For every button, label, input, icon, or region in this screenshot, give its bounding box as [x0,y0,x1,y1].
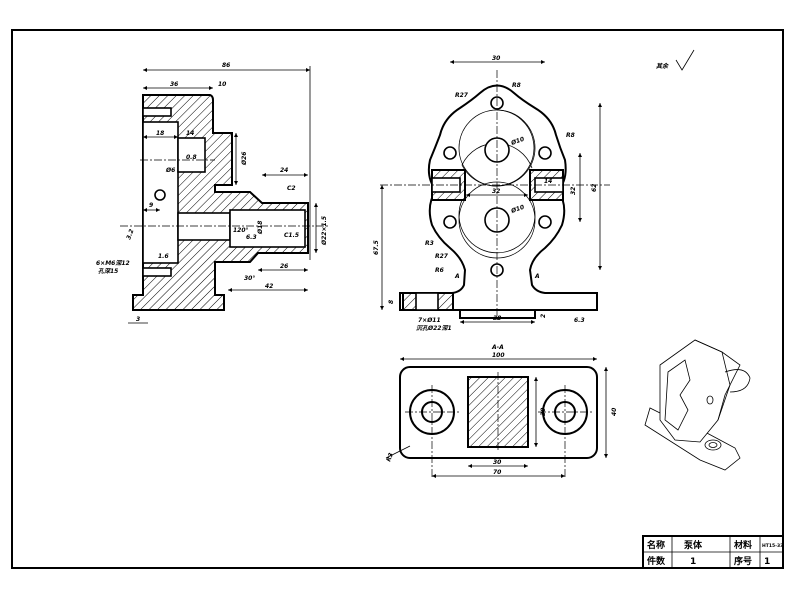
dim-label: Ø22×1.5 [321,216,328,246]
dim-label: Ø18 [257,221,264,235]
quantity-label: 件数 [647,555,666,567]
dim-label: 38 [493,315,501,322]
roughness-symbol-icon [675,49,695,71]
roughness-note-text: 其余 [656,62,669,70]
part-number-label: 序号 [734,555,752,567]
material-label: 材料 [733,539,752,551]
dim-label: 7×Ø11 [418,317,441,324]
dim-label: 32 [492,188,500,195]
material-value: HT15-33 [762,543,783,549]
roughness-label: 6.3 [246,234,257,241]
dim-label: R6 [435,267,444,274]
dim-label: 10 [218,81,226,88]
title-block: 名称 泵体 材料 HT15-33 件数 1 序号 1 [642,535,784,569]
dim-label: 26 [280,263,288,270]
dim-label: C1.5 [284,232,299,239]
dim-label: 沉孔Ø22深1 [416,324,452,332]
section-title: A-A [491,344,504,351]
dim-label: 86 [222,62,230,69]
dim-label: 32 [570,187,577,195]
dim-label: 14 [544,178,552,185]
dim-label: C2 [287,185,296,192]
dim-label: 36 [170,81,178,88]
dim-label: 62 [591,184,598,192]
roughness-label: 0.8 [186,154,197,161]
isometric-view [644,339,751,471]
roughness-label: 1.6 [158,253,169,260]
dim-label: 67.5 [373,240,380,255]
dim-label: 42 [265,283,273,290]
dim-label: R3 [425,240,434,247]
quantity-value: 1 [690,557,696,567]
dim-label: 30 [493,459,501,466]
dim-label: 30° [244,275,255,282]
part-number-value: 1 [764,557,770,567]
drawing-frame [11,29,784,569]
section-mark: A [534,273,540,280]
dim-label: 18 [156,130,164,137]
dim-label: 30 [540,408,547,416]
dim-label: 24 [280,167,288,174]
dim-label: 14 [186,130,194,137]
dim-label: 100 [492,352,505,359]
dim-label: 120° [233,227,249,234]
dim-label: 30 [492,55,500,62]
dim-label: Ø26 [241,152,248,166]
dim-label: 6×M6深12 [96,259,130,267]
section-a-a-view: A-A 100 30 40 30 70 R3 [385,344,618,478]
dim-label: 孔深15 [98,267,118,275]
dim-label: R3 [385,452,395,463]
dim-label: 70 [493,469,501,476]
dim-label: R27 [455,92,469,99]
dim-label: R8 [566,132,575,139]
dim-label: R27 [435,253,449,260]
dim-label: R8 [512,82,521,89]
front-view: 30 R8 R27 R8 Ø10 Ø10 32 14 32 62 R3 R27 … [373,55,610,332]
dim-label: 8 [388,300,395,304]
dim-label: 3 [136,316,140,323]
name-value: 泵体 [684,539,703,551]
roughness-label: 6.3 [574,317,585,324]
dim-label: Ø10 [509,136,525,148]
roughness-note: 其余 [656,49,695,71]
dim-label: 40 [611,408,618,416]
section-mark: A [454,273,460,280]
dim-label: 9 [149,202,153,209]
dim-label: Ø10 [509,204,525,216]
name-label: 名称 [647,539,665,551]
left-section-view: 86 36 10 18 14 Ø6 9 Ø26 24 C2 Ø18 C1.5 Ø… [96,62,330,324]
dim-label: 2 [540,314,547,318]
roughness-label: 3.2 [125,228,135,240]
dim-label: Ø6 [165,167,175,174]
